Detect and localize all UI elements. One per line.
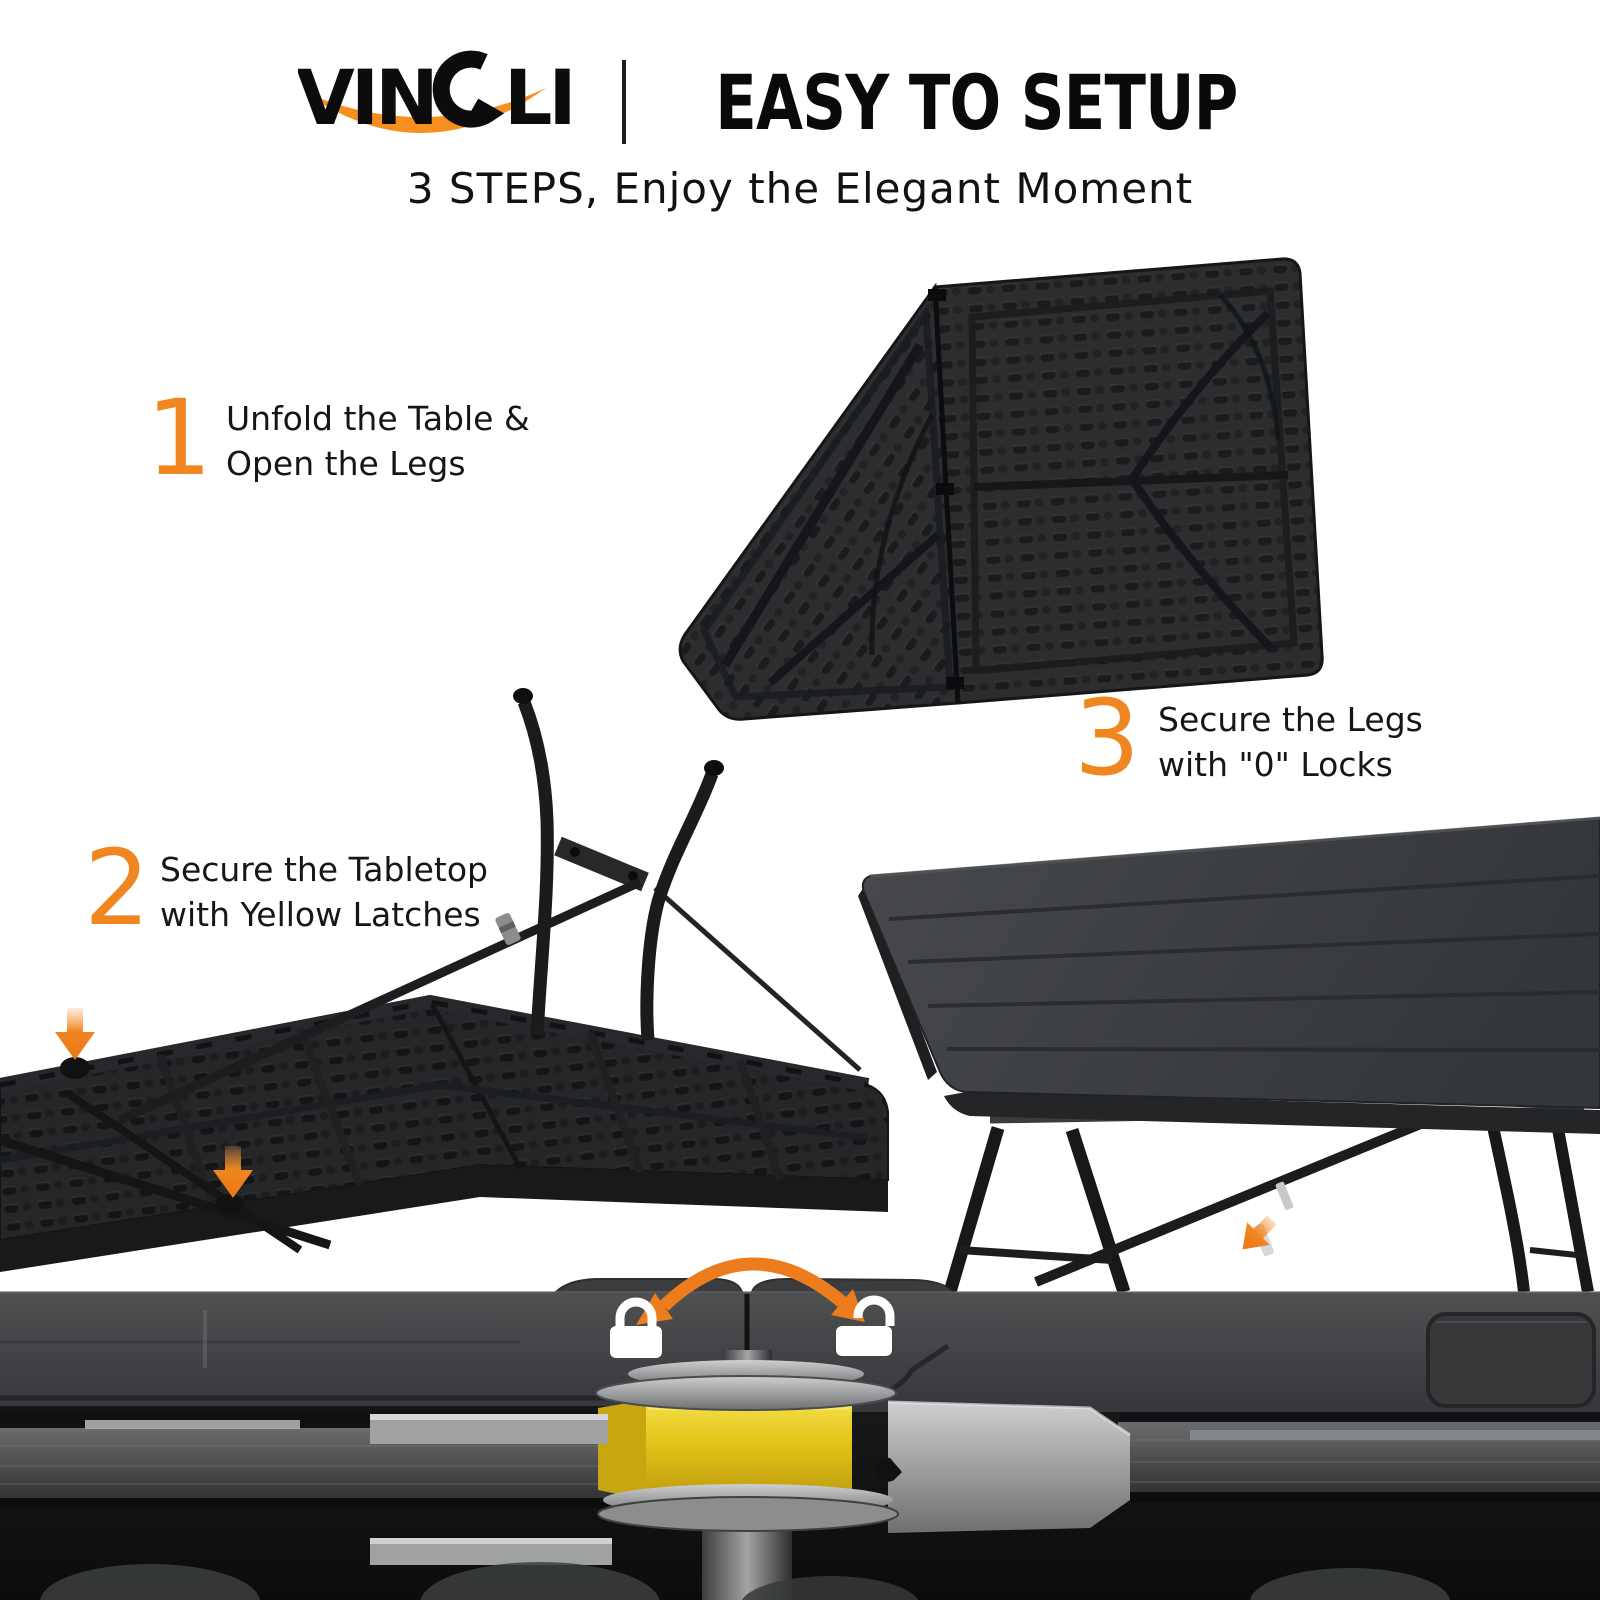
folding-hinge [928, 286, 964, 704]
keyhole-mark [875, 1457, 902, 1482]
step-1-line-1: Unfold the Table & [226, 399, 530, 438]
brand-logo-g [432, 50, 504, 128]
step-2-line-1: Secure the Tabletop [160, 850, 489, 889]
flipped-tabletop [0, 994, 889, 1272]
header: VIN LI EASY TO SETUP [0, 48, 1600, 156]
bottom-molded-shapes [40, 1562, 1450, 1600]
yellow-latch-knob-1 [60, 1057, 90, 1079]
page-subtitle: 3 STEPS, Enjoy the Elegant Moment [406, 164, 1194, 213]
step-1-number: 1 [146, 377, 213, 499]
step-3-text: Secure the Legs with "0" Locks [1158, 697, 1423, 787]
raised-leg-assembly [118, 688, 862, 1125]
step-2-text: Secure the Tabletop with Yellow Latches [160, 847, 488, 937]
page-title: EASY TO SETUP [714, 57, 1238, 147]
brand-logo: VIN LI [298, 50, 576, 142]
assembled-tabletop [858, 816, 1600, 1134]
step-3-line-2: with "0" Locks [1158, 745, 1393, 784]
flipped-table-illustration [0, 640, 900, 1300]
lock-closed-icon [610, 1297, 662, 1358]
lock-open-icon [836, 1295, 895, 1356]
down-arrow-icon-1 [55, 1008, 95, 1060]
clamp-arm-right [888, 1402, 1130, 1533]
step-1-line-2: Open the Legs [226, 444, 466, 483]
metal-support-bar [0, 1420, 1600, 1508]
logo-swoosh [303, 88, 546, 134]
folded-table-left-panel [678, 282, 960, 721]
leg-lock-clip-1 [1275, 1181, 1294, 1210]
assembled-table-illustration [840, 780, 1600, 1292]
brand-logo-text-vin: VIN [298, 53, 435, 142]
folded-table-right-panel [933, 257, 1324, 705]
step-2-line-2: with Yellow Latches [160, 895, 481, 934]
leg-lock-arrow-icon [1242, 1215, 1277, 1250]
header-divider [621, 60, 626, 144]
step-2-number: 2 [84, 827, 151, 949]
latch-closeup-photo [0, 1250, 1600, 1600]
latch-mechanism [370, 1350, 1131, 1600]
brand-logo-text-li: LI [504, 53, 573, 142]
step-3-number: 3 [1074, 677, 1141, 799]
step-3-line-1: Secure the Legs [1158, 700, 1423, 739]
down-arrow-icon-2 [213, 1146, 253, 1198]
yellow-latch-block [646, 1400, 852, 1498]
yellow-latch-knob-2 [216, 1194, 244, 1214]
folded-table-illustration [620, 235, 1380, 735]
latch-buckle [495, 913, 521, 945]
step-1-text: Unfold the Table & Open the Legs [226, 396, 530, 486]
